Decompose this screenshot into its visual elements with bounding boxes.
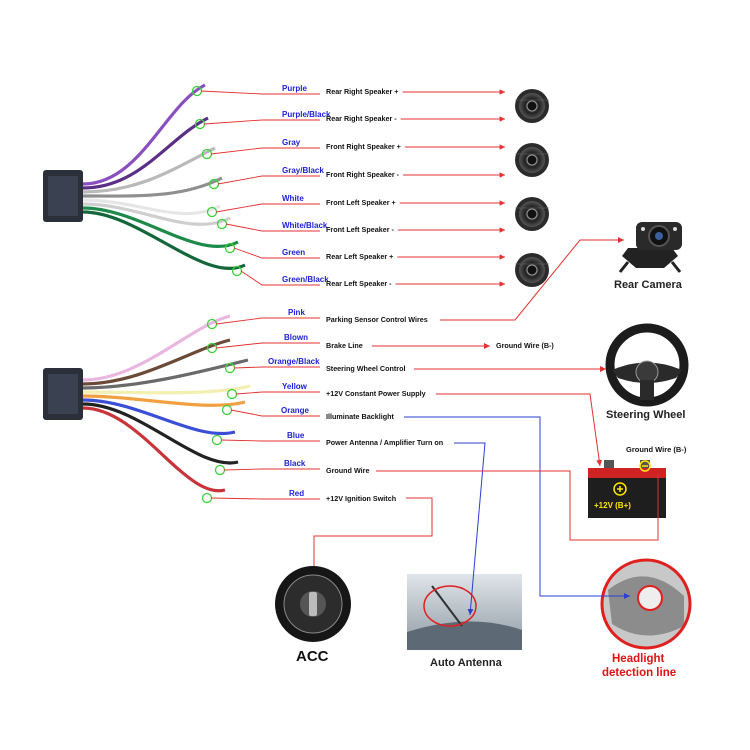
- wire-marker: [211, 434, 223, 446]
- wire-6: [82, 206, 239, 249]
- leader-line: [240, 270, 320, 286]
- route-battery-plus: [436, 393, 603, 467]
- wire-b6: [82, 402, 239, 465]
- wire-b3: [82, 384, 251, 395]
- wire-marker: [221, 404, 233, 416]
- wire-color-label: Purple/Black: [282, 110, 331, 119]
- connector-icon: [43, 368, 83, 420]
- connector-icon: [43, 170, 83, 222]
- wire-b7: [82, 406, 226, 493]
- wire-4: [82, 198, 221, 216]
- headlight-icon: [600, 558, 692, 650]
- wire-marker: [214, 464, 226, 476]
- wire-color-label: Green/Black: [282, 275, 329, 284]
- wire-0: [82, 83, 206, 186]
- wire-function-label: Illuminate Backlight: [326, 412, 395, 421]
- leader-line: [235, 391, 320, 395]
- route-camera: [440, 237, 624, 321]
- auto-antenna-label: Auto Antenna: [430, 657, 503, 669]
- wire-function-label: Rear Right Speaker -: [326, 114, 397, 123]
- wire-color-label: Red: [289, 489, 304, 498]
- leader-line: [230, 409, 320, 417]
- ignition-key-icon: [275, 566, 351, 642]
- speaker-icon: [515, 197, 549, 231]
- wire-color-label: White/Black: [282, 221, 328, 230]
- leader-line: [215, 342, 320, 349]
- leader-line: [217, 175, 320, 185]
- route-ground: [376, 470, 659, 541]
- leader-line: [210, 147, 320, 155]
- wire-color-label: Blue: [287, 431, 305, 440]
- wire-function-label: Parking Sensor Control Wires: [326, 315, 428, 324]
- wire-function-label: Rear Right Speaker +: [326, 87, 399, 96]
- wire-function-label: Steering Wheel Control: [326, 364, 405, 373]
- wire-1: [82, 116, 209, 190]
- wire-b1: [82, 338, 231, 386]
- wire-function-label: Rear Left Speaker +: [326, 252, 393, 261]
- wire-7: [82, 210, 246, 271]
- route-headlight: [404, 416, 630, 599]
- wire-color-label: Gray/Black: [282, 166, 324, 175]
- headlight-label-2: detection line: [602, 667, 676, 679]
- leader-line: [223, 468, 320, 471]
- wire-function-label: Power Antenna / Amplifier Turn on: [326, 438, 443, 447]
- headlight-label-1: Headlight: [612, 653, 665, 665]
- battery-plus-label: +12V (B+): [594, 501, 631, 510]
- wire-color-label: Gray: [282, 138, 301, 147]
- wire-5: [82, 202, 231, 226]
- wire-function-label: Rear Left Speaker -: [326, 279, 392, 288]
- rear-camera-label: Rear Camera: [614, 279, 683, 291]
- wire-color-label: Orange/Black: [268, 357, 320, 366]
- leader-line: [203, 119, 320, 125]
- wire-2: [82, 146, 216, 194]
- acc-label: ACC: [296, 648, 329, 665]
- wire-color-label: Green: [282, 248, 305, 257]
- leader-line: [215, 203, 320, 213]
- leader-line: [210, 497, 320, 500]
- wire-color-label: Blown: [284, 333, 308, 342]
- wire-function-label: +12V Constant Power Supply: [326, 389, 426, 398]
- leader-line: [215, 317, 320, 325]
- speaker-icon: [515, 253, 549, 287]
- wire-b2: [82, 358, 249, 390]
- wire-function-label: Front Left Speaker +: [326, 198, 396, 207]
- leader-line: [225, 223, 320, 232]
- wire-function-label: Ground Wire: [326, 466, 369, 475]
- wire-function-label: Front Right Speaker +: [326, 142, 401, 151]
- wire-color-label: White: [282, 194, 304, 203]
- wire-color-label: Pink: [288, 308, 305, 317]
- leader-line: [233, 366, 320, 369]
- wire-color-label: Orange: [281, 406, 310, 415]
- steering-wheel-label: Steering Wheel: [606, 409, 685, 421]
- battery-ground-label: Ground Wire (B-): [626, 445, 687, 454]
- leader-line: [200, 90, 320, 95]
- speaker-icon: [515, 89, 549, 123]
- wire-color-label: Black: [284, 459, 306, 468]
- wire-function-label: Brake Line: [326, 341, 363, 350]
- wire-color-label: Purple: [282, 84, 307, 93]
- wire-function-label: +12V Ignition Switch: [326, 494, 396, 503]
- leader-line: [220, 439, 320, 442]
- brake-target-label: Ground Wire (B-): [496, 341, 554, 350]
- wire-function-label: Front Left Speaker -: [326, 225, 394, 234]
- speaker-icon: [515, 143, 549, 177]
- wire-color-label: Yellow: [282, 382, 308, 391]
- antenna-icon: [407, 574, 522, 650]
- camera-icon: [618, 222, 682, 273]
- wire-b5: [82, 398, 236, 436]
- wire-marker: [201, 492, 213, 504]
- wire-b4: [82, 394, 246, 407]
- leader-line: [233, 247, 320, 259]
- wire-function-label: Front Right Speaker -: [326, 170, 400, 179]
- wire-3: [82, 176, 223, 198]
- route-antenna: [454, 442, 486, 616]
- battery-icon: [588, 460, 666, 518]
- steering-wheel-icon: [605, 323, 689, 407]
- route-acc: [313, 497, 433, 566]
